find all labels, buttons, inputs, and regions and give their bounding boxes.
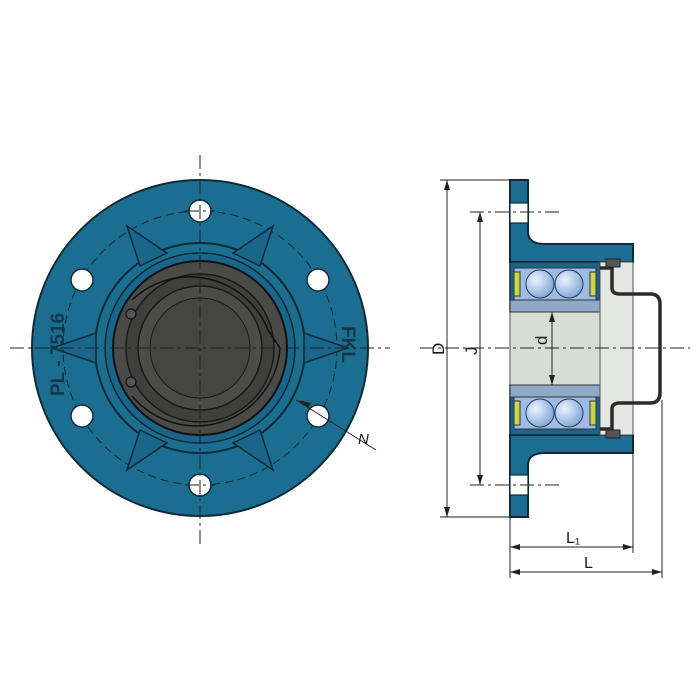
end-cap-profile [600,266,662,431]
dim-L1-label: L₁ [566,530,580,547]
dim-D-label: D [429,343,448,355]
collar-screw-top [125,308,137,320]
bolt-hole-5 [70,404,94,428]
dim-d-label: d [532,336,551,345]
ball-bottom-2 [554,398,584,428]
rib-top-left [125,224,169,268]
seal-top-right [589,271,597,297]
dim-D [440,179,510,518]
rib-top-right [231,224,275,268]
dim-L1-arrow-left [510,544,520,550]
dim-J-arrow-top [477,212,483,222]
ball-top-2 [554,269,584,299]
balls [525,269,584,428]
dim-J-arrow-bottom [477,475,483,485]
bolt-hole-6 [70,268,94,292]
marking-left: PL - 7516 [48,313,69,396]
collar-screw-bottom [125,376,137,388]
n-leader-line [295,399,377,451]
front-view: N PL - 7516 FKL [10,155,390,545]
dim-d [549,312,555,385]
dim-d-arrow-bottom [549,375,555,385]
dim-d-arrow-top [549,312,555,322]
side-centerlines [420,211,690,486]
dim-L1 [509,435,634,578]
seal-bottom-right [589,400,597,426]
dim-L-arrow-right [652,569,662,575]
cap-clip-bottom [605,429,621,439]
dim-L [510,400,663,578]
flange-section-top [509,179,634,263]
marking-right: FKL [337,326,358,363]
dim-L1-arrow-right [623,544,633,550]
dim-D-arrow-bottom [444,507,450,517]
ball-top-1 [525,269,555,299]
dim-J-label: J [462,347,481,356]
bolt-hole-3 [306,404,330,428]
seal-bottom-left [513,400,521,426]
dim-L-arrow-left [510,569,520,575]
n-leader-arrow [298,400,311,408]
dim-J [477,212,483,485]
cap-clip-top [605,258,621,268]
seal-top-left [513,271,521,297]
inner-ring-bottom [509,384,601,398]
flange-hole-top [509,202,529,224]
rib-bottom-right [231,428,275,472]
side-view: D J d L₁ L [420,179,690,578]
dim-D-arrow-top [444,180,450,190]
seals [513,271,597,426]
inner-ring-top [509,299,601,313]
bolt-hole-label: N [358,431,369,448]
dim-L-label: L [584,555,593,572]
ball-bottom-1 [525,398,555,428]
rib-bottom-left [125,428,169,472]
locking-collar [131,276,281,427]
front-centerlines [10,155,390,545]
bolt-hole-2 [306,268,330,292]
